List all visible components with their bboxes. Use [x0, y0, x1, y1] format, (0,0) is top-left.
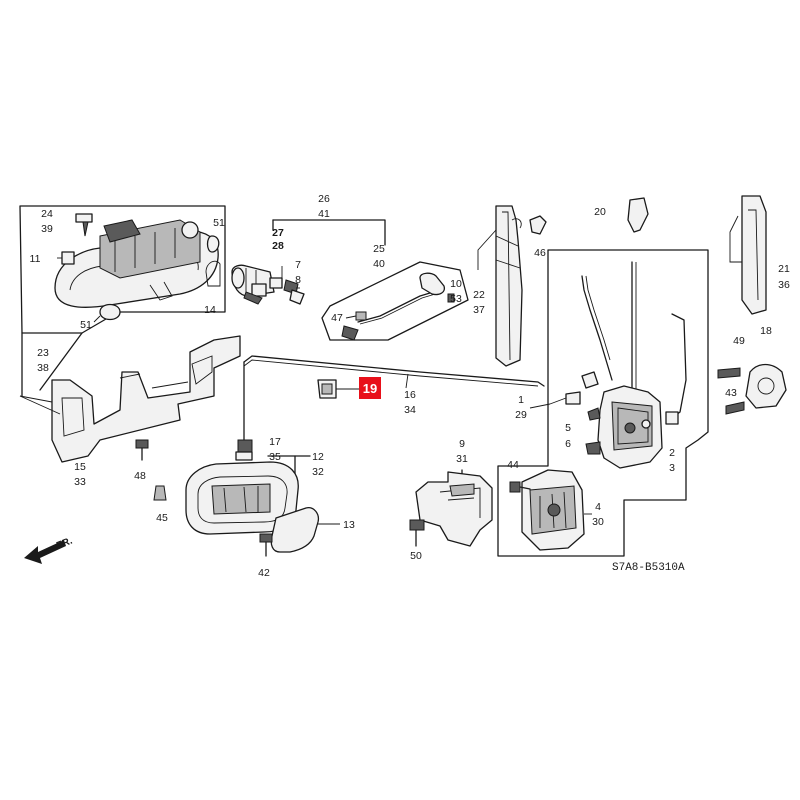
callout-38: 38: [37, 362, 49, 374]
callout-20: 20: [594, 206, 606, 218]
diagram-code: S7A8-B5310A: [612, 562, 685, 574]
callout-labels: 24 39 11 51 14 51 23 38 26 41 27 28 7 8 …: [30, 193, 790, 579]
callout-4: 4: [595, 501, 601, 513]
leader-1: [529, 403, 551, 409]
callout-53: 53: [450, 293, 462, 305]
front-marker: FR.: [55, 535, 74, 551]
callout-42: 42: [258, 567, 270, 579]
callout-51-bottom: 51: [80, 319, 92, 331]
callout-24: 24: [41, 208, 53, 220]
callout-5: 5: [565, 422, 571, 434]
part-20-bracket: [627, 197, 649, 233]
callout-48: 48: [134, 470, 146, 482]
callout-47: 47: [331, 312, 343, 324]
inner-handle: [185, 455, 320, 557]
door-striker: [717, 363, 787, 415]
callout-11: 11: [30, 253, 41, 265]
callout-45: 45: [156, 512, 168, 524]
callout-44: 44: [507, 459, 519, 471]
callout-16: 16: [404, 389, 416, 401]
callout-26: 26: [318, 193, 330, 205]
callout-39: 39: [41, 223, 53, 235]
inner-handle-rod: [235, 355, 545, 461]
callout-51-top: 51: [213, 217, 225, 229]
highlight-label: 19: [363, 381, 377, 396]
callout-7: 7: [295, 259, 301, 271]
callout-8: 8: [295, 274, 301, 286]
callout-9: 9: [459, 438, 465, 450]
callout-33: 33: [74, 476, 86, 488]
outer-handle-group: [19, 205, 226, 334]
callout-2: 2: [669, 447, 675, 459]
callout-30: 30: [592, 516, 604, 528]
callout-22: 22: [473, 289, 485, 301]
highlight-box: [359, 377, 381, 399]
callout-31: 31: [456, 453, 468, 465]
callout-12: 12: [312, 451, 324, 463]
part-21-bracket: [729, 195, 767, 315]
callout-41: 41: [318, 208, 330, 220]
callout-50: 50: [410, 550, 422, 562]
callout-23: 23: [37, 347, 49, 359]
callout-27: 27: [272, 227, 284, 239]
reinforcement-bracket: [19, 332, 241, 501]
callout-43: 43: [725, 387, 737, 399]
key-cylinder-group: [231, 219, 386, 305]
callout-29: 29: [515, 409, 527, 421]
callout-10: 10: [450, 278, 462, 290]
callout-13: 13: [343, 519, 355, 531]
callout-14: 14: [204, 304, 216, 316]
callout-6: 6: [565, 438, 571, 450]
callout-46: 46: [534, 247, 546, 259]
callout-37: 37: [473, 304, 485, 316]
callout-40: 40: [373, 258, 385, 270]
callout-28: 28: [272, 240, 284, 252]
callout-34: 34: [404, 404, 416, 416]
callout-49: 49: [733, 335, 745, 347]
lock-bracket: [477, 205, 547, 367]
front-arrow-icon: [24, 540, 66, 564]
callout-3: 3: [669, 462, 675, 474]
door-lock-actuator-group: [497, 249, 709, 557]
callout-18: 18: [760, 325, 772, 337]
callout-25: 25: [373, 243, 385, 255]
callout-36: 36: [778, 279, 790, 291]
callout-21: 21: [778, 263, 790, 275]
callout-32: 32: [312, 466, 324, 478]
callout-15: 15: [74, 461, 86, 473]
callout-1: 1: [518, 394, 524, 406]
lock-rod-group: [321, 261, 469, 341]
callout-17: 17: [269, 436, 281, 448]
callout-35: 35: [269, 451, 281, 463]
highlighted-callout-19[interactable]: 19: [359, 377, 381, 399]
latch-bracket: [409, 469, 493, 547]
